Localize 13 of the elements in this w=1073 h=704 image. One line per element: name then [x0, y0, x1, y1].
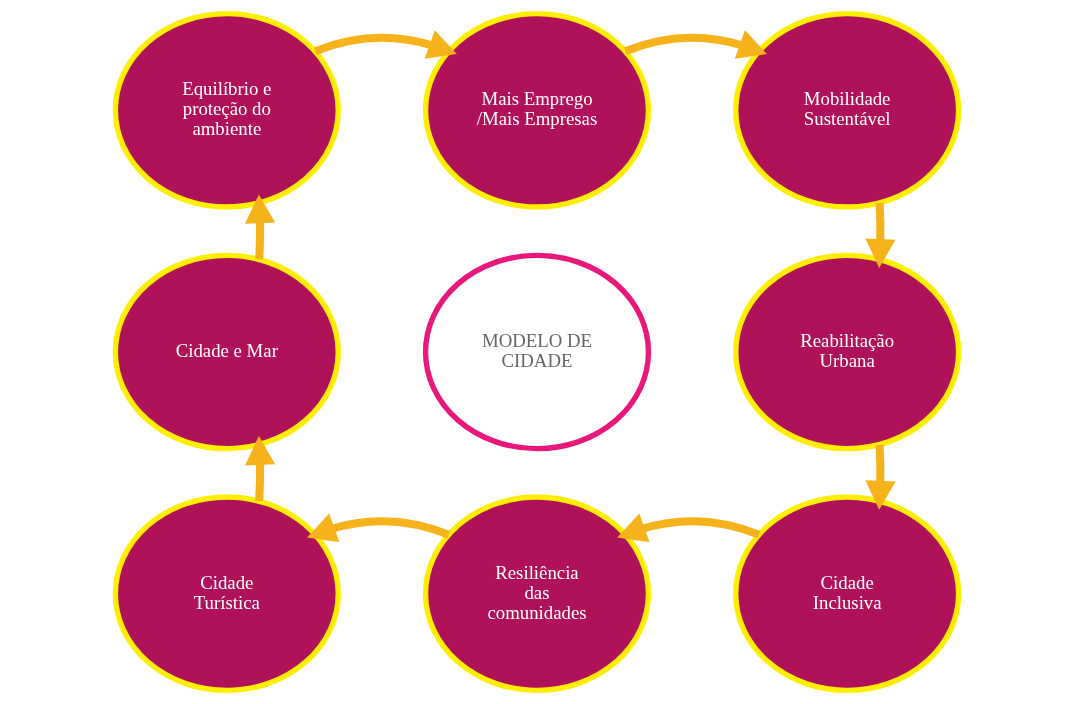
arrow — [623, 30, 767, 59]
node-ellipse: MODELO DE CIDADE — [422, 252, 651, 452]
arrow — [244, 436, 275, 502]
arrow — [616, 513, 760, 543]
arrow — [313, 30, 457, 59]
node-ellipse: Cidade e Mar — [112, 252, 341, 452]
arrow — [864, 444, 896, 510]
arrow — [864, 202, 896, 268]
node-ellipse: Cidade Inclusiva — [732, 494, 961, 694]
node-ellipse: Equilíbrio e proteção do ambiente — [112, 10, 341, 210]
arrow — [306, 513, 450, 543]
node-ellipse: Reabilitação Urbana — [732, 252, 961, 452]
arrow — [244, 194, 275, 260]
